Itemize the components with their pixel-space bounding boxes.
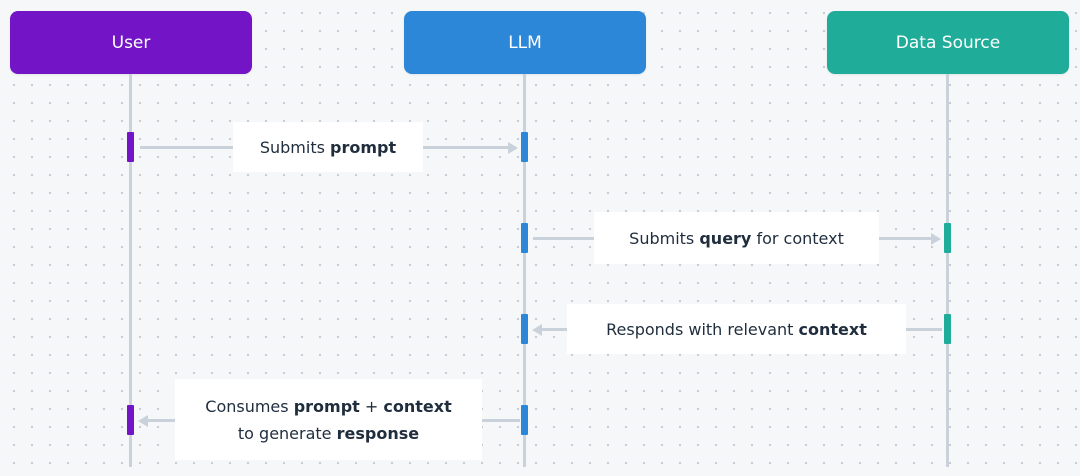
- actor-llm: LLM: [404, 11, 646, 74]
- message-keyword: prompt: [293, 396, 360, 416]
- arrowhead-left-icon: [532, 323, 542, 336]
- message-keyword: context: [383, 396, 452, 416]
- message-text: +: [359, 396, 384, 416]
- message-text: Consumes: [205, 396, 294, 416]
- message-text: Submits: [259, 137, 331, 157]
- message-keyword: response: [336, 423, 420, 443]
- message-keyword: context: [798, 319, 867, 339]
- arrowhead-right-icon: [508, 141, 518, 154]
- activation-llm: [521, 314, 528, 344]
- activation-user: [127, 132, 134, 162]
- message-keyword: query: [699, 228, 752, 248]
- activation-data-source: [944, 314, 951, 344]
- lifeline-llm: [523, 74, 526, 467]
- activation-llm: [521, 132, 528, 162]
- actor-user: User: [10, 11, 252, 74]
- actor-llm-label: LLM: [508, 32, 542, 53]
- actor-data-source-label: Data Source: [895, 32, 1001, 53]
- arrowhead-right-icon: [931, 232, 941, 245]
- message-text: Submits: [629, 228, 700, 248]
- activation-llm: [521, 223, 528, 253]
- message-label: Consumes prompt + context to generate res…: [175, 379, 482, 460]
- activation-user: [127, 405, 134, 435]
- message-label: Submits prompt: [233, 122, 423, 172]
- lifeline-user: [129, 74, 132, 467]
- message-text: Responds with relevant: [606, 319, 799, 339]
- activation-data-source: [944, 223, 951, 253]
- message-text: to generate: [237, 423, 337, 443]
- message-label: Responds with relevant context: [567, 304, 906, 354]
- activation-llm: [521, 405, 528, 435]
- message-keyword: prompt: [330, 137, 397, 157]
- arrowhead-left-icon: [138, 414, 148, 427]
- message-label: Submits query for context: [594, 212, 879, 264]
- message-text: for context: [751, 228, 844, 248]
- actor-data-source: Data Source: [827, 11, 1069, 74]
- actor-user-label: User: [111, 32, 151, 53]
- lifeline-data-source: [946, 74, 949, 467]
